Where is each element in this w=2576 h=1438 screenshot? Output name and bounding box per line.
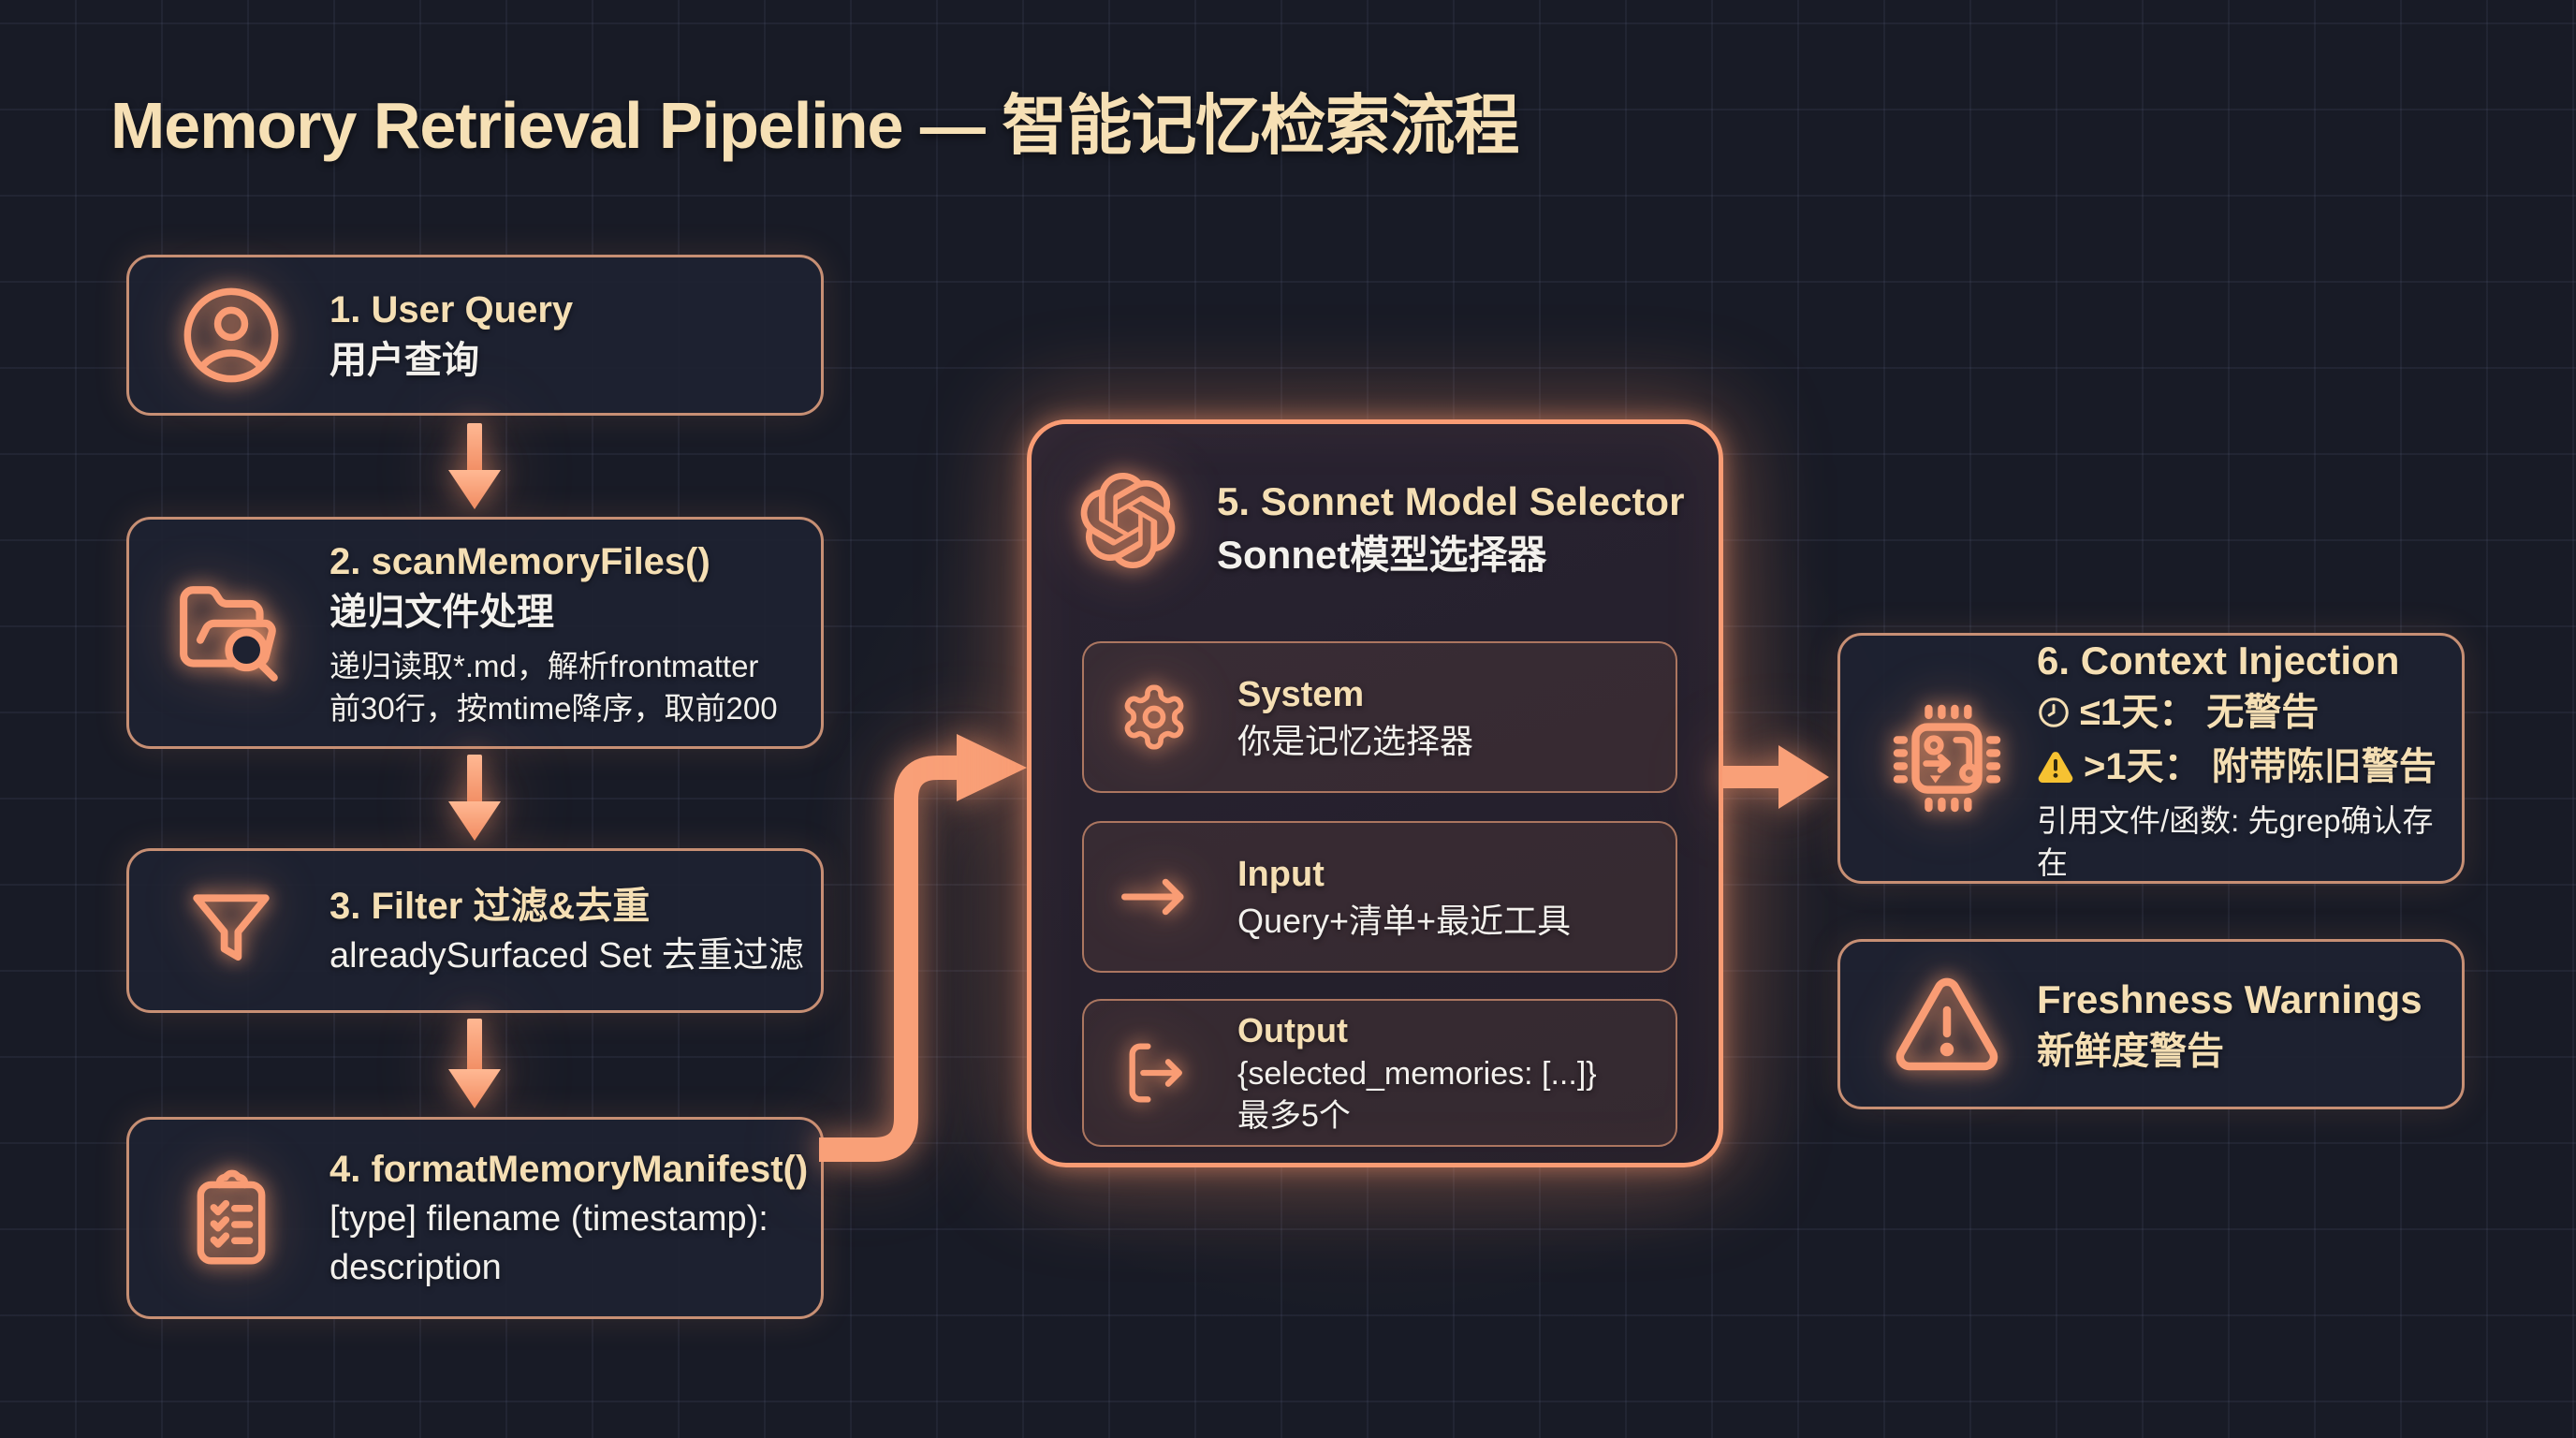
warning-title: Freshness Warnings (2037, 976, 2422, 1021)
export-icon (1084, 1035, 1224, 1110)
section-label: Input (1237, 855, 1325, 894)
step-subtitle: 递归文件处理 (329, 592, 554, 633)
fresh-rule: ≤1天： 无警告 (2080, 691, 2320, 733)
clipboard-check-icon (161, 1166, 301, 1270)
section-note: 最多5个 (1237, 1098, 1351, 1134)
down-arrow-2 (448, 755, 501, 841)
section-body: Query+清单+最近工具 (1237, 902, 1572, 940)
input-sub-box: Input Query+清单+最近工具 (1082, 821, 1677, 973)
step-detail: description (329, 1248, 502, 1287)
grep-note: 引用文件/函数: 先grep确认存在 (2037, 802, 2434, 880)
step-subtitle: 用户查询 (329, 340, 479, 381)
step-title: 6. Context Injection (2037, 638, 2400, 682)
step-detail: [type] filename (timestamp): (329, 1199, 768, 1239)
right-arrow-to-context (1722, 745, 1829, 809)
step-subtitle: alreadySurfaced Set 去重过滤 (329, 936, 804, 976)
warning-triangle-icon (1863, 968, 2031, 1080)
clock-icon (2037, 696, 2071, 729)
section-body: 你是记忆选择器 (1237, 722, 1474, 760)
warning-subtitle: 新鲜度警告 (2037, 1030, 2224, 1072)
step-detail: 递归读取*.md，解析frontmatter (329, 649, 759, 683)
system-sub-box: System 你是记忆选择器 (1082, 641, 1677, 793)
warning-emoji-icon (2037, 748, 2074, 785)
down-arrow-1 (448, 423, 501, 509)
gear-icon (1084, 682, 1224, 753)
step-title: 4. formatMemoryManifest() (329, 1149, 809, 1190)
step-detail: 前30行，按mtime降序，取前200 (329, 691, 778, 726)
step-model-selector-box: 5. Sonnet Model Selector Sonnet模型选择器 Sys… (1027, 419, 1723, 1167)
step-filter-box: 3. Filter 过滤&去重 alreadySurfaced Set 去重过滤 (126, 848, 824, 1013)
down-arrow-3 (448, 1019, 501, 1108)
funnel-icon (161, 882, 301, 979)
chip-icon (1863, 696, 2031, 821)
output-sub-box: Output {selected_memories: [...]} 最多5个 (1082, 999, 1677, 1147)
arrow-right-icon (1084, 858, 1224, 936)
freshness-warnings-box: Freshness Warnings 新鲜度警告 (1837, 939, 2465, 1109)
step-context-injection-box: 6. Context Injection ≤1天： 无警告 > (1837, 633, 2465, 884)
step-title: 1. User Query (329, 289, 574, 330)
step-user-query-box: 1. User Query 用户查询 (126, 255, 824, 416)
section-body: {selected_memories: [...]} (1237, 1056, 1597, 1092)
step-title: 2. scanMemoryFiles() (329, 541, 710, 582)
step-format-manifest-box: 4. formatMemoryManifest() [type] filenam… (126, 1117, 824, 1319)
section-label: System (1237, 675, 1365, 714)
step-subtitle: Sonnet模型选择器 (1217, 533, 1547, 577)
section-label: Output (1237, 1011, 1348, 1049)
folder-search-icon (161, 576, 301, 690)
step-title: 3. Filter 过滤&去重 (329, 886, 651, 927)
page-title: Memory Retrieval Pipeline — 智能记忆检索流程 (110, 89, 1519, 162)
openai-logo-icon (1080, 473, 1176, 568)
step-title: 5. Sonnet Model Selector (1217, 479, 1685, 523)
elbow-connector-arrow (819, 734, 1027, 1162)
step-scan-memory-files-box: 2. scanMemoryFiles() 递归文件处理 递归读取*.md，解析f… (126, 517, 824, 749)
user-icon (161, 283, 301, 388)
stale-rule: >1天： 附带陈旧警告 (2084, 745, 2437, 787)
